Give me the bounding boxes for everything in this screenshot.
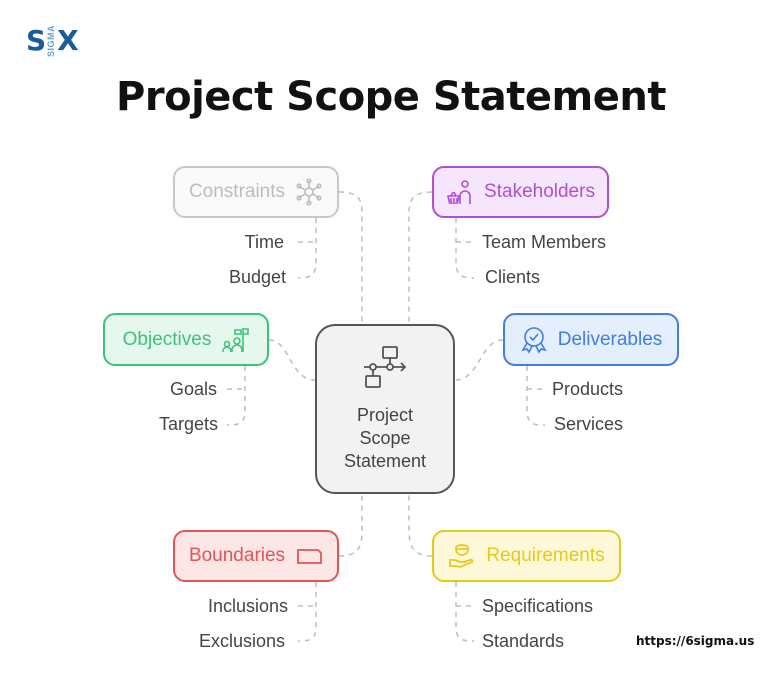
objectives-item-goals: Goals [169,379,217,399]
six-sigma-logo: S SIGMA X [26,24,79,57]
objectives-node[interactable]: Objectives [103,313,269,366]
stakeholders-item-clients: Clients [485,267,541,287]
deliverables-item-products: Products [552,379,624,399]
requirements-node[interactable]: Requirements [432,530,621,582]
stakeholders-label: Stakeholders [484,181,595,202]
flowchart-icon [361,345,409,398]
boundaries-item-inclusions: Inclusions [207,596,288,616]
deliverables-item-services: Services [554,414,624,434]
deliverables-node[interactable]: Deliverables [503,313,679,366]
objectives-label: Objectives [122,328,212,350]
center-title-line1: Project [356,405,413,425]
logo-x: X [57,24,79,57]
team-flag-icon [221,326,250,354]
hand-bowl-icon [448,542,476,570]
center-title-line2: Scope [359,428,411,448]
center-title-line3: Statement [343,451,427,471]
requirements-label: Requirements [486,545,605,566]
center-node[interactable]: Project Scope Statement [315,324,455,494]
boundaries-item-exclusions: Exclusions [198,631,285,651]
objectives-item-targets: Targets [158,414,218,434]
requirements-item-standards: Standards [482,631,565,651]
boundaries-label: Boundaries [188,545,286,566]
person-basket-icon [446,178,474,206]
deliverables-label: Deliverables [557,328,663,350]
page-title: Project Scope Statement [116,74,666,120]
website-url[interactable]: https://6sigma.us [636,634,755,648]
boundaries-node[interactable]: Boundaries [173,530,339,582]
constraints-node[interactable]: Constraints [173,166,339,218]
award-badge-icon [520,326,548,354]
requirements-item-specifications: Specifications [482,596,594,616]
stakeholders-node[interactable]: Stakeholders [432,166,609,218]
frame-icon [295,542,323,570]
gear-network-icon [295,178,323,206]
constraints-label: Constraints [188,181,286,202]
logo-s: S [26,24,47,57]
constraints-item-time: Time [244,232,284,252]
constraints-item-budget: Budget [228,267,286,287]
stakeholders-item-team-members: Team Members [482,232,607,252]
